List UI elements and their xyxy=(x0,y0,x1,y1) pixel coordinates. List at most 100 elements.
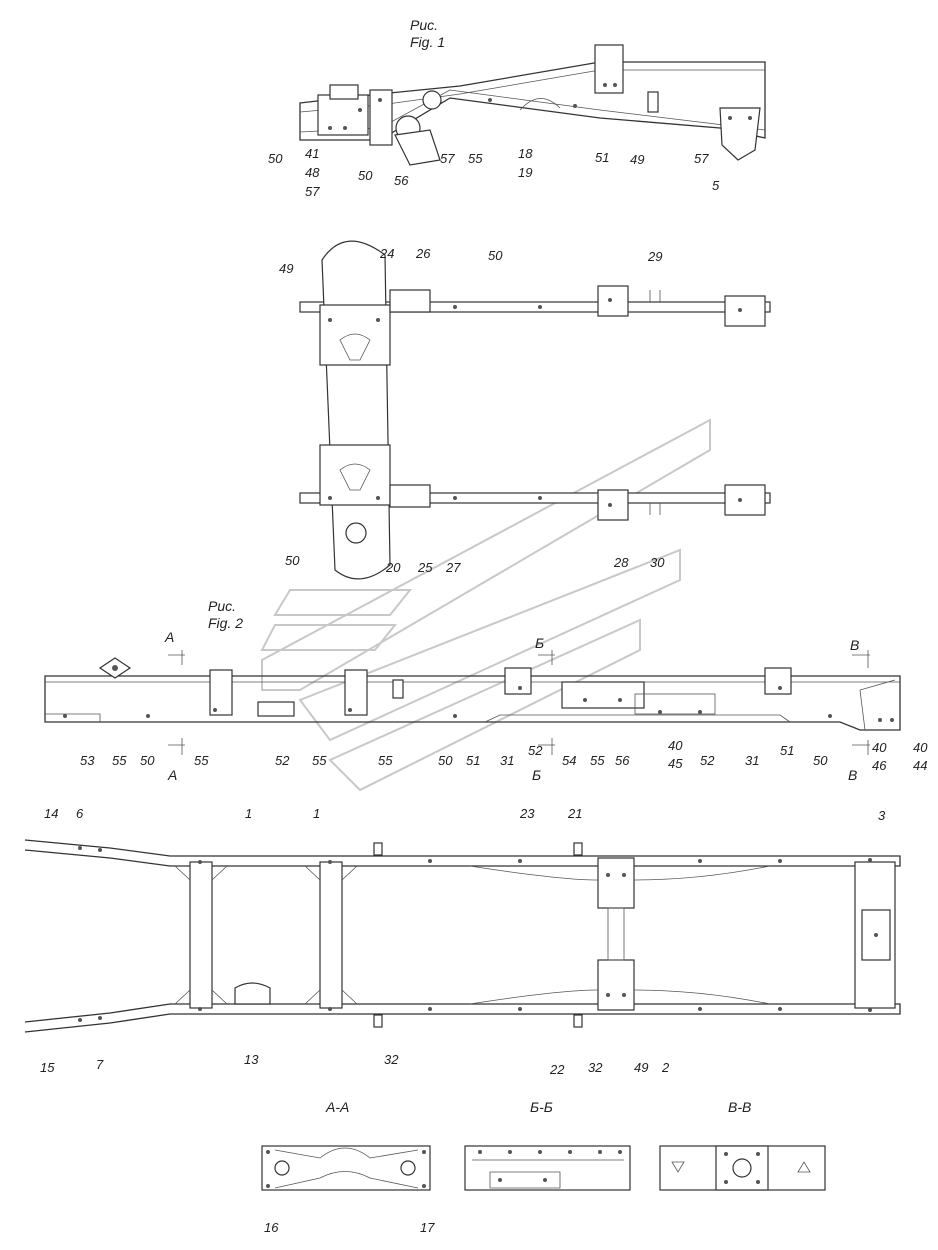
callout: 51 xyxy=(466,753,480,768)
fig1-top-bolts xyxy=(328,298,742,507)
callout: 7 xyxy=(96,1057,104,1072)
callout: 26 xyxy=(415,246,431,261)
section-title-v-v: В-В xyxy=(728,1099,751,1115)
callout: 55 xyxy=(112,753,127,768)
section-mark-a-top: А xyxy=(164,629,174,645)
fig1-caption-line1: Рис. xyxy=(410,17,438,33)
section-titles: А-А Б-Б В-В xyxy=(325,1099,751,1115)
callout: 54 xyxy=(562,753,576,768)
callout: 51 xyxy=(595,150,609,165)
fig2-side-view xyxy=(44,650,901,755)
callout: 6 xyxy=(76,806,84,821)
callout: 30 xyxy=(650,555,665,570)
callout: 52 xyxy=(528,743,543,758)
callout: 50 xyxy=(285,553,300,568)
callout: 27 xyxy=(445,560,461,575)
callout: 55 xyxy=(194,753,209,768)
fig2-caption: Рис. Fig. 2 xyxy=(208,598,243,631)
fig1-top-labels: 49 24 26 50 29 50 20 25 27 28 30 xyxy=(279,246,665,575)
section-title-b-b: Б-Б xyxy=(530,1099,553,1115)
callout: 46 xyxy=(872,758,887,773)
callout: 56 xyxy=(615,753,630,768)
fig2-caption-line1: Рис. xyxy=(208,598,236,614)
fig1-caption: Рис. Fig. 1 xyxy=(410,17,445,50)
callout: 19 xyxy=(518,165,532,180)
callout: 2 xyxy=(661,1060,670,1075)
callout: 50 xyxy=(488,248,503,263)
section-labels: 16 17 xyxy=(264,1220,435,1235)
callout: 49 xyxy=(279,261,293,276)
callout: 52 xyxy=(700,753,715,768)
fig2-caption-line2: Fig. 2 xyxy=(208,615,243,631)
callout: 24 xyxy=(379,246,394,261)
callout: 49 xyxy=(630,152,644,167)
callout: 31 xyxy=(500,753,514,768)
section-b-b xyxy=(464,1145,631,1191)
callout: 52 xyxy=(275,753,290,768)
callout: 40 xyxy=(668,738,683,753)
fig1-side-labels: 50 41 48 57 50 56 57 55 18 19 51 49 57 5 xyxy=(268,146,720,199)
fig1-side-bolts xyxy=(328,83,752,130)
fig2-side-bolts xyxy=(63,686,894,722)
fig2-section-marks: А А Б Б В В xyxy=(164,629,859,783)
callout: 50 xyxy=(140,753,155,768)
callout: 29 xyxy=(647,249,662,264)
fig2-plan-bolts xyxy=(78,846,878,1022)
fig2-plan-labels: 14 6 1 1 23 21 3 15 7 13 32 22 32 49 2 xyxy=(40,806,886,1077)
callout: 50 xyxy=(358,168,373,183)
callout: 14 xyxy=(44,806,58,821)
section-mark-v-top: В xyxy=(850,637,859,653)
section-mark-v-bottom: В xyxy=(848,767,857,783)
callout: 40 xyxy=(872,740,887,755)
callout: 45 xyxy=(668,756,683,771)
callout: 50 xyxy=(438,753,453,768)
callout: 3 xyxy=(878,808,886,823)
section-mark-a-bottom: А xyxy=(167,767,177,783)
fig1-top-view xyxy=(299,240,771,580)
callout: 55 xyxy=(312,753,327,768)
callout: 22 xyxy=(549,1062,565,1077)
callout: 50 xyxy=(813,753,828,768)
callout: 57 xyxy=(694,151,709,166)
callout: 21 xyxy=(567,806,582,821)
callout: 32 xyxy=(588,1060,603,1075)
callout: 1 xyxy=(245,806,252,821)
callout: 41 xyxy=(305,146,319,161)
callout: 17 xyxy=(420,1220,435,1235)
callout: 44 xyxy=(913,758,927,773)
callout: 53 xyxy=(80,753,95,768)
callout: 48 xyxy=(305,165,320,180)
callout: 55 xyxy=(590,753,605,768)
callout: 23 xyxy=(519,806,535,821)
callout: 50 xyxy=(268,151,283,166)
watermark-logo xyxy=(260,418,711,792)
callout: 49 xyxy=(634,1060,648,1075)
callout: 57 xyxy=(440,151,455,166)
callout: 28 xyxy=(613,555,629,570)
fig1-side-view xyxy=(299,44,766,166)
callout: 20 xyxy=(385,560,401,575)
section-v-v xyxy=(659,1145,826,1191)
callout: 40 xyxy=(913,740,928,755)
section-mark-b-top: Б xyxy=(535,635,544,651)
callout: 5 xyxy=(712,178,720,193)
fig2-plan-view xyxy=(24,839,901,1033)
fig1-caption-line2: Fig. 1 xyxy=(410,34,445,50)
callout: 18 xyxy=(518,146,533,161)
callout: 56 xyxy=(394,173,409,188)
callout: 55 xyxy=(468,151,483,166)
callout: 31 xyxy=(745,753,759,768)
callout: 13 xyxy=(244,1052,259,1067)
callout: 57 xyxy=(305,184,320,199)
callout: 15 xyxy=(40,1060,55,1075)
callout: 16 xyxy=(264,1220,279,1235)
section-title-a-a: А-А xyxy=(325,1099,349,1115)
fig2-side-labels: 53 55 50 55 52 55 55 50 51 31 52 54 55 5… xyxy=(80,738,928,773)
callout: 51 xyxy=(780,743,794,758)
callout: 55 xyxy=(378,753,393,768)
section-mark-b-bottom: Б xyxy=(532,767,541,783)
callout: 32 xyxy=(384,1052,399,1067)
callout: 25 xyxy=(417,560,433,575)
callout: 1 xyxy=(313,806,320,821)
